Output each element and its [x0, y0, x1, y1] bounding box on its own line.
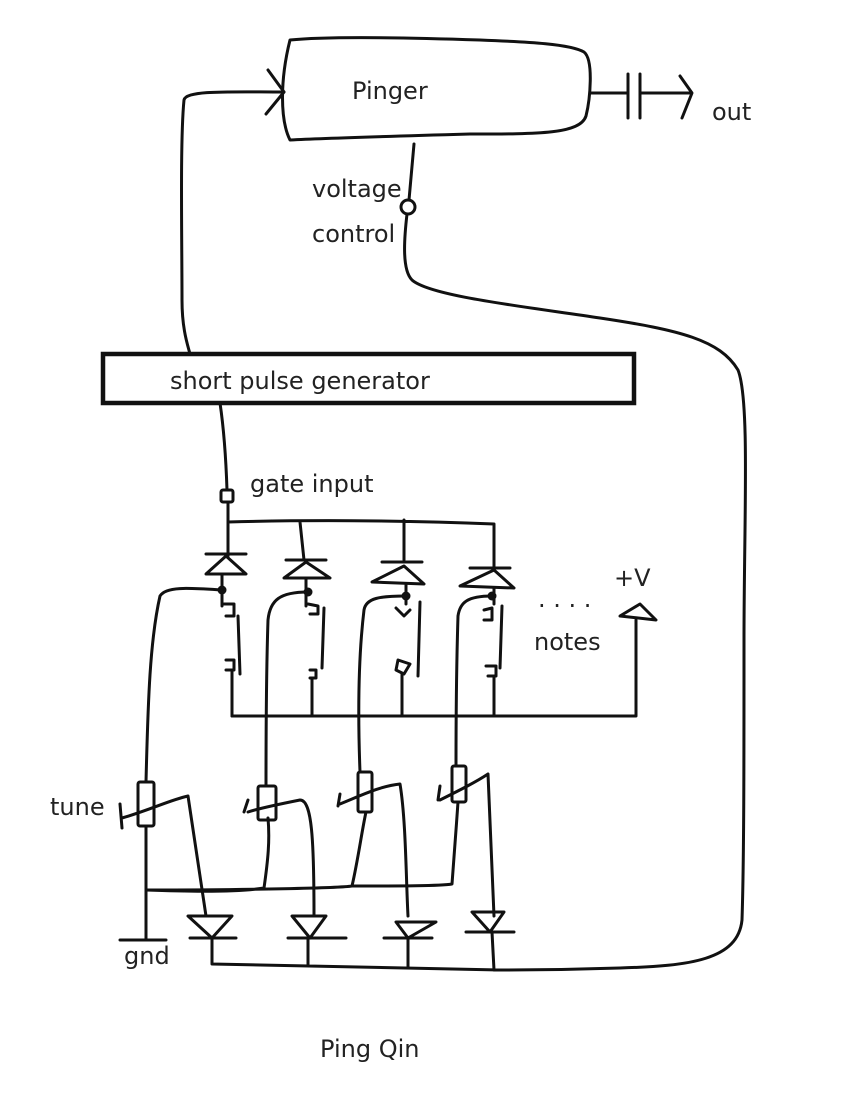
diode-output-bus	[210, 930, 502, 972]
tune-resistor-2-icon	[242, 784, 316, 918]
tune-wire-4	[454, 594, 494, 768]
plus-v-arrow-icon	[618, 602, 658, 622]
voltage-control-wire	[403, 142, 747, 972]
gate-input-jack-icon	[219, 488, 235, 504]
more-dots-label: · · · ·	[538, 592, 591, 620]
key-switch-4-icon	[482, 586, 504, 718]
resistor-return-bus	[144, 800, 460, 893]
gate-input-label: gate input	[250, 470, 373, 498]
upper-diode-4-icon	[458, 566, 516, 590]
pulse-generator-block	[100, 351, 637, 406]
gnd-label: gnd	[124, 942, 170, 970]
lower-diode-2-icon	[286, 914, 348, 940]
tune-label: tune	[50, 793, 105, 821]
lower-diode-4-icon	[464, 910, 516, 934]
out-label: out	[712, 98, 751, 126]
tune-wire-2	[264, 590, 310, 788]
lower-diode-1-icon	[186, 914, 238, 940]
tune-resistor-1-icon	[118, 780, 208, 918]
tune-wire-3	[357, 594, 408, 774]
pinger-label: Pinger	[352, 77, 428, 105]
control-label: control	[312, 220, 395, 248]
voltage-control-jack-icon	[399, 198, 417, 216]
upper-diode-3-icon	[370, 560, 426, 586]
gate-bus	[226, 500, 496, 570]
output-capacitor-icon	[588, 72, 694, 120]
plus-v-label: +V	[614, 564, 651, 592]
pulse-generator-label: short pulse generator	[170, 367, 430, 395]
voltage-label: voltage	[312, 175, 402, 203]
key-switch-3-icon	[394, 582, 422, 718]
upper-diode-2-icon	[282, 558, 332, 580]
trigger-wire	[180, 90, 286, 356]
notes-label: notes	[534, 628, 601, 656]
gate-wire	[218, 401, 229, 492]
key-switch-1-icon	[220, 572, 242, 718]
upper-diode-1-icon	[204, 552, 248, 576]
tune-resistor-3-icon	[336, 770, 410, 918]
pinger-block	[281, 36, 592, 142]
tune-wire-1	[144, 586, 224, 784]
tune-resistor-4-icon	[436, 764, 496, 918]
plus-v-bus	[230, 618, 638, 718]
diagram-title: Ping Qin	[320, 1035, 419, 1063]
key-switch-2-icon	[304, 576, 326, 718]
lower-diode-3-icon	[382, 920, 438, 940]
